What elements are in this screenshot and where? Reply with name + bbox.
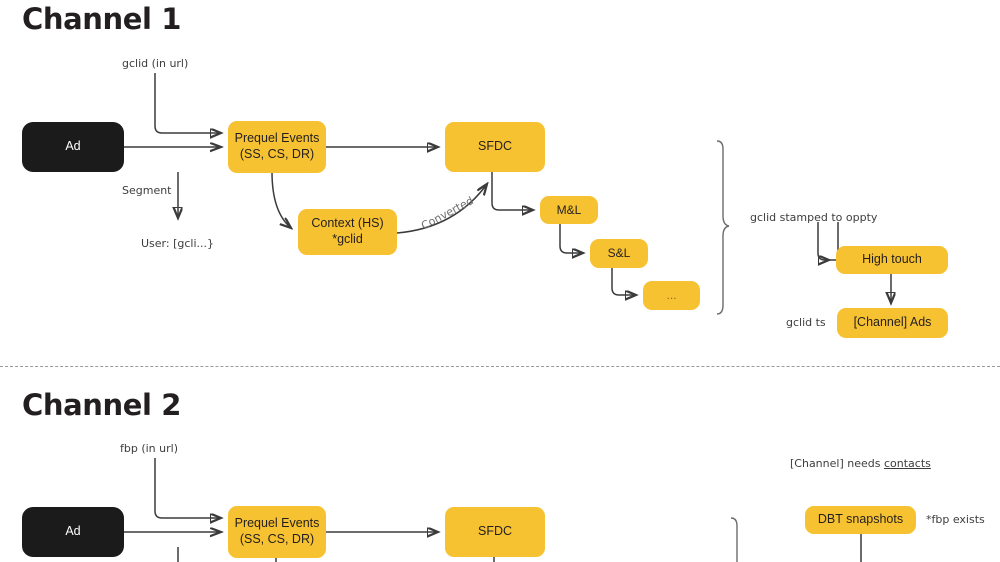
node-context-hs-channel-1[interactable]: Context (HS) *gclid xyxy=(298,209,397,255)
label-channel-needs-contacts: [Channel] needs contacts xyxy=(790,457,931,470)
node-ad-channel-1[interactable]: Ad xyxy=(22,122,124,172)
node-sfdc-channel-2[interactable]: SFDC xyxy=(445,507,545,557)
node-dbt-snapshots-channel-2[interactable]: DBT snapshots xyxy=(805,506,916,534)
node-high-touch-channel-1[interactable]: High touch xyxy=(836,246,948,274)
label-user-gclid: User: [gcli...} xyxy=(141,237,215,250)
node-ad-channel-2[interactable]: Ad xyxy=(22,507,124,557)
label-fbp-exists: *fbp exists xyxy=(926,513,985,526)
node-prequel-events-channel-1[interactable]: Prequel Events (SS, CS, DR) xyxy=(228,121,326,173)
node-ellipsis-channel-1[interactable]: ... xyxy=(643,281,700,310)
node-sfdc-channel-1[interactable]: SFDC xyxy=(445,122,545,172)
section-title-channel-2: Channel 2 xyxy=(22,388,182,422)
label-segment: Segment xyxy=(122,184,172,197)
label-fbp-in-url: fbp (in url) xyxy=(120,442,178,455)
node-sql-channel-1[interactable]: S&L xyxy=(590,239,648,268)
label-gclid-in-url: gclid (in url) xyxy=(122,57,189,70)
section-divider xyxy=(0,366,1000,367)
label-channel-needs-text: [Channel] needs xyxy=(790,457,884,470)
link-contacts[interactable]: contacts xyxy=(883,457,931,470)
label-gclid-ts: gclid ts xyxy=(786,316,826,329)
label-gclid-stamped-to-oppty: gclid stamped to oppty xyxy=(750,211,878,224)
node-mql-channel-1[interactable]: M&L xyxy=(540,196,598,224)
section-title-channel-1: Channel 1 xyxy=(22,2,182,36)
node-channel-ads-channel-1[interactable]: [Channel] Ads xyxy=(837,308,948,338)
node-prequel-events-channel-2[interactable]: Prequel Events (SS, CS, DR) xyxy=(228,506,326,558)
label-converted: Converted xyxy=(419,194,476,233)
